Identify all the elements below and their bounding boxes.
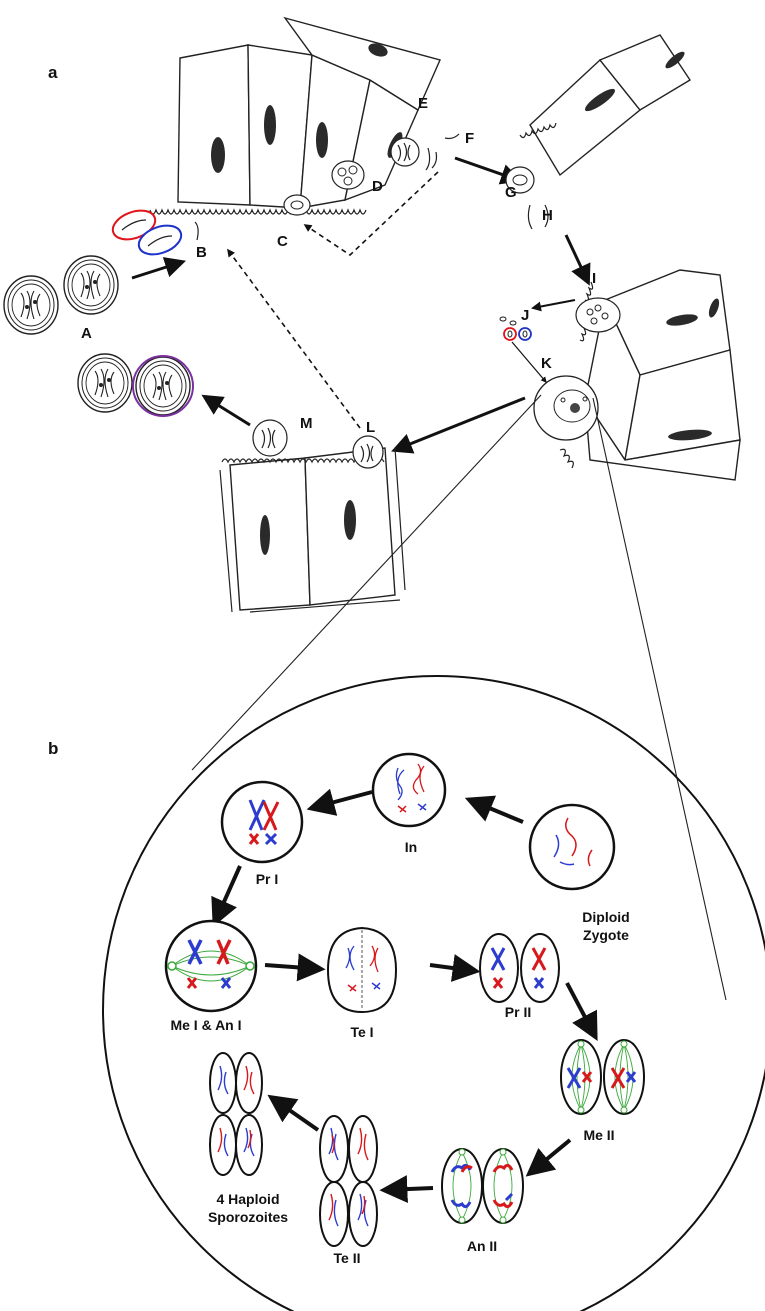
arrow-me2-to-an2 <box>525 1138 572 1177</box>
stage-l-oocyst <box>352 435 384 469</box>
stage-g-gamont <box>505 166 535 194</box>
arrow-te2-to-sporozoites <box>267 1094 320 1132</box>
stage-metaphase-anaphase-1 <box>164 919 258 1013</box>
magnification-line-right <box>592 397 727 1001</box>
epithelium-right-top <box>505 34 691 230</box>
meiosis-magnified-circle <box>102 675 765 1311</box>
oocysts-a <box>3 255 119 335</box>
label-f: F <box>465 130 474 147</box>
caption-te1: Te I <box>350 1024 373 1040</box>
arrow-h-to-i <box>564 234 591 286</box>
stage-metaphase-2 <box>560 1039 645 1115</box>
free-merozoites-f <box>425 133 460 171</box>
arrow-te1-to-pr2 <box>429 954 481 982</box>
label-c: C <box>277 233 288 250</box>
epithelium-right-middle <box>559 269 741 481</box>
caption-pr1: Pr I <box>256 871 279 887</box>
caption-an2: An II <box>467 1238 497 1254</box>
caption-zygote-line2: Zygote <box>583 927 629 943</box>
stage-telophase-2 <box>319 1115 378 1247</box>
blue-highlight-sporozoite <box>137 224 183 256</box>
magnification-line-left <box>191 394 542 771</box>
arrow-zygote-to-in <box>464 795 524 824</box>
arrow-pr1-to-me1 <box>211 865 242 928</box>
dashed-arrow-f-to-c <box>303 171 439 257</box>
epithelium-bottom <box>219 419 406 613</box>
stage-e-merozoites <box>390 137 420 167</box>
caption-sporozoites-line2: Sporozoites <box>208 1209 288 1225</box>
microgametes-j <box>499 316 532 341</box>
label-e: E <box>418 95 428 112</box>
caption-te2: Te II <box>334 1250 361 1266</box>
label-m: M <box>300 415 313 432</box>
label-j: J <box>521 307 529 324</box>
stage-haploid-sporozoites <box>209 1052 263 1176</box>
arrow-a-to-b <box>131 257 187 280</box>
blue-highlight-microgamete <box>518 327 532 341</box>
stage-telophase-1 <box>326 926 398 1014</box>
label-d: D <box>372 178 383 195</box>
red-highlight-sporozoite <box>111 209 157 241</box>
stage-anaphase-2 <box>441 1148 524 1224</box>
caption-sporozoites-line1: 4 Haploid <box>216 1191 279 1207</box>
label-k: K <box>541 355 552 372</box>
caption-me1-an1: Me I & An I <box>170 1017 241 1033</box>
stage-interphase <box>371 752 447 828</box>
caption-pr2: Pr II <box>505 1004 531 1020</box>
arrow-me1-to-te1 <box>264 953 326 982</box>
stage-diploid-zygote <box>528 803 616 891</box>
label-h: H <box>542 207 553 224</box>
caption-diploid-line1: Diploid <box>582 909 629 925</box>
stage-prophase-1 <box>220 780 304 864</box>
arrow-k-to-l <box>391 396 526 454</box>
arrow-j-to-k <box>511 341 547 383</box>
shed-oocysts <box>77 353 194 417</box>
label-g: G <box>505 184 517 201</box>
panel-b-label: b <box>48 739 58 758</box>
excysting-sporozoites <box>111 209 199 256</box>
arrow-m-to-oocysts <box>201 394 251 427</box>
arrow-an2-to-te2 <box>379 1175 434 1204</box>
stage-i-macrogamete <box>575 297 621 333</box>
label-i: I <box>592 270 596 287</box>
purple-highlight-oocyst <box>132 355 194 417</box>
panel-b: b Diploid Zygote In <box>48 675 765 1311</box>
label-a: A <box>81 325 92 342</box>
red-highlight-microgamete <box>503 327 517 341</box>
arrow-i-to-j <box>531 299 576 312</box>
panel-a: a E D C F <box>3 16 741 613</box>
stage-prophase-2 <box>479 933 560 1003</box>
stage-k-zygote-magnified <box>533 375 599 441</box>
panel-a-label: a <box>48 63 58 82</box>
label-b: B <box>196 244 207 261</box>
label-l: L <box>366 419 375 436</box>
stage-c-trophozoite <box>283 194 311 216</box>
caption-in: In <box>405 839 417 855</box>
dashed-arrow-l-to-b <box>227 248 361 429</box>
arrow-in-to-pr1 <box>306 788 373 816</box>
epithelium-top <box>149 16 441 216</box>
arrow-pr2-to-me2 <box>565 982 598 1041</box>
caption-me2: Me II <box>583 1127 614 1143</box>
